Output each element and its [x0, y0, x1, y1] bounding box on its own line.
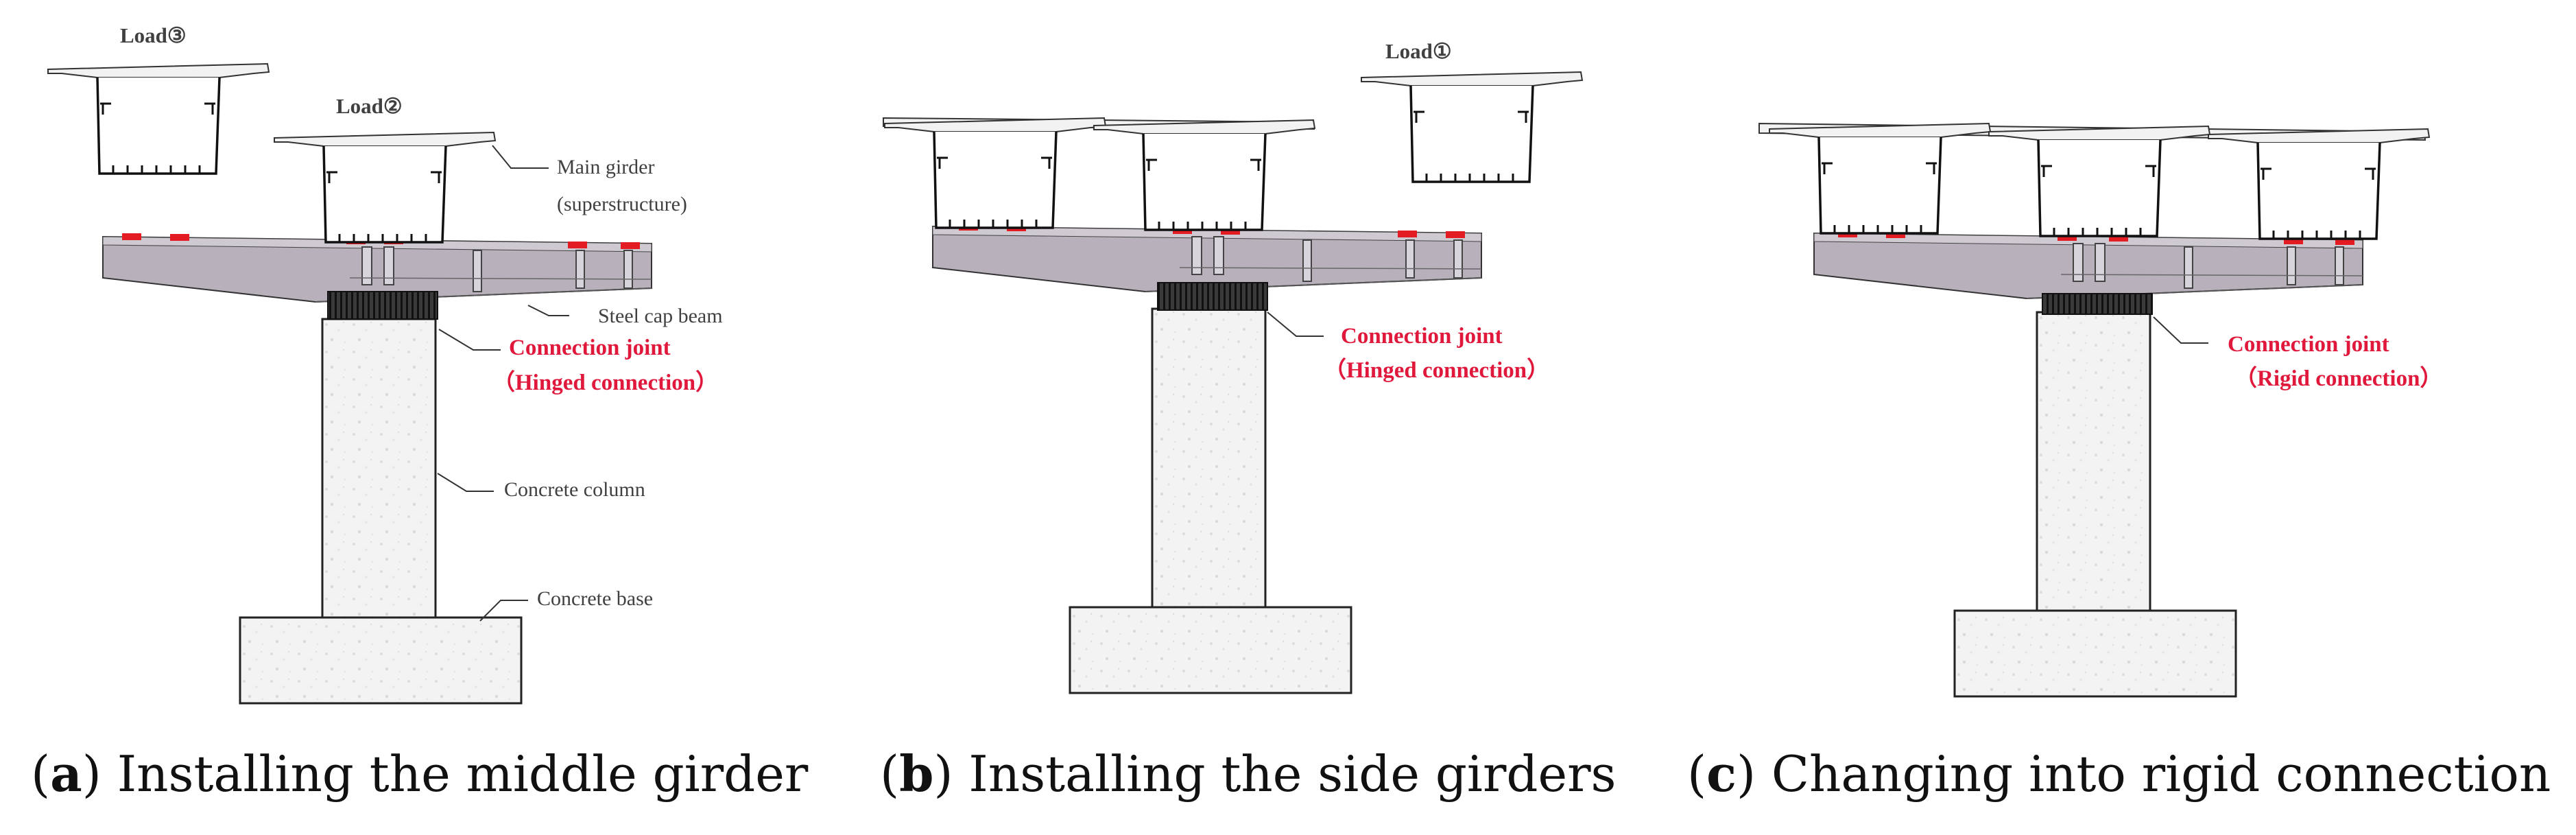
- concrete-column-label: Concrete column: [504, 478, 645, 501]
- lifted-girder-a: [47, 62, 270, 175]
- lifted-girder-b: [1360, 71, 1584, 183]
- panel-c: Connection joint （Rigid connection）: [1758, 122, 2442, 698]
- load-label-1: Load①: [1385, 39, 1452, 63]
- caption-letter-c: c: [1706, 744, 1737, 803]
- cap-beam-c: [1813, 233, 2363, 299]
- concrete-base-label: Concrete base: [537, 587, 653, 610]
- connection-joint-label-b: Connection joint: [1341, 324, 1503, 349]
- caption-text-c: Changing into rigid connection: [1771, 745, 2551, 803]
- caption-letter-a: a: [50, 744, 82, 803]
- concrete-column-a: [239, 318, 523, 705]
- caption-text-a: Installing the middle girder: [117, 745, 809, 803]
- girders-c: [1758, 122, 2431, 240]
- leader-lines-c: [2153, 316, 2208, 344]
- connection-type-label-b: （Hinged connection）: [1324, 357, 1549, 383]
- caption-c: (c) Changing into rigid connection: [1687, 744, 2551, 803]
- leader-lines-b: [1267, 311, 1324, 337]
- caption-letter-b: b: [899, 744, 934, 803]
- leader-lines-a: [437, 145, 569, 622]
- connection-type-label-a: （Hinged connection）: [492, 370, 718, 395]
- load-label-3: Load③: [120, 23, 187, 47]
- caption-b: (b) Installing the side girders: [880, 744, 1617, 803]
- steel-cap-beam-label: Steel cap beam: [598, 305, 723, 327]
- connection-joint-a: [327, 291, 438, 320]
- superstructure-label: (superstructure): [557, 193, 687, 215]
- connection-joint-c: [2042, 293, 2153, 315]
- load-label-2: Load②: [336, 94, 403, 118]
- caption-a: (a) Installing the middle girder: [31, 744, 809, 803]
- caption-text-b: Installing the side girders: [968, 745, 1617, 803]
- connection-type-label-c: （Rigid connection）: [2234, 366, 2442, 391]
- concrete-column-c: [1953, 311, 2237, 698]
- connection-joint-label-c: Connection joint: [2228, 332, 2389, 357]
- connection-joint-b: [1157, 282, 1268, 311]
- panel-b: Load① Connection joint （Hinged connectio…: [883, 39, 1584, 694]
- concrete-column-b: [1069, 307, 1352, 694]
- main-girder-a: [273, 131, 497, 244]
- bridge-diagram: Load③ Load② Main girder (superstructure)…: [47, 23, 2442, 705]
- connection-joint-label-a: Connection joint: [509, 336, 671, 360]
- panel-a: Load③ Load② Main girder (superstructure)…: [47, 23, 723, 705]
- main-girder-label: Main girder: [557, 156, 654, 178]
- girders-b: [883, 117, 1316, 231]
